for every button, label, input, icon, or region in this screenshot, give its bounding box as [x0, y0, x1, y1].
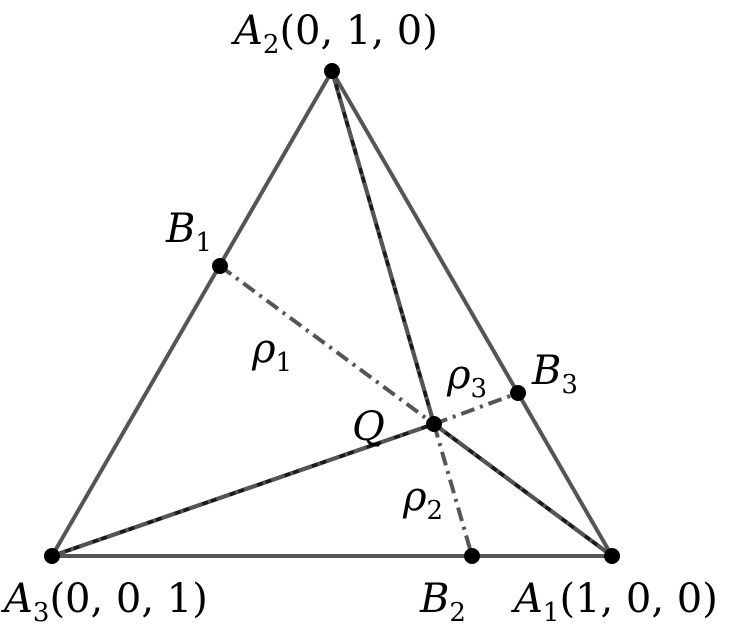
- label-b3: B3: [531, 348, 578, 400]
- cevian-q-a1-dashdot: [432, 422, 614, 558]
- label-rho3: ρ3: [446, 352, 487, 404]
- point-b1: [212, 258, 228, 274]
- triangle-a1-a2-a3: [48, 66, 616, 558]
- point-b3: [510, 385, 526, 401]
- point-a2: [324, 63, 340, 79]
- label-a2: A2(0, 1, 0): [230, 8, 438, 60]
- label-b2: B2: [419, 576, 466, 628]
- perpendicular-rho2: [432, 423, 474, 557]
- label-rho1: ρ1: [251, 326, 292, 378]
- label-a1: A1(1, 0, 0): [510, 576, 718, 628]
- point-a1: [604, 548, 620, 564]
- label-rho2: ρ2: [402, 474, 443, 526]
- point-q: [426, 416, 442, 432]
- point-b2: [464, 548, 480, 564]
- label-a3: A3(0, 0, 1): [0, 576, 208, 628]
- label-b1: B1: [165, 206, 212, 258]
- cevian-a2-q-dashdot: [330, 70, 436, 425]
- label-q: Q: [352, 404, 385, 450]
- point-a3: [44, 548, 60, 564]
- cevian-a3-q-dashdot: [51, 422, 435, 558]
